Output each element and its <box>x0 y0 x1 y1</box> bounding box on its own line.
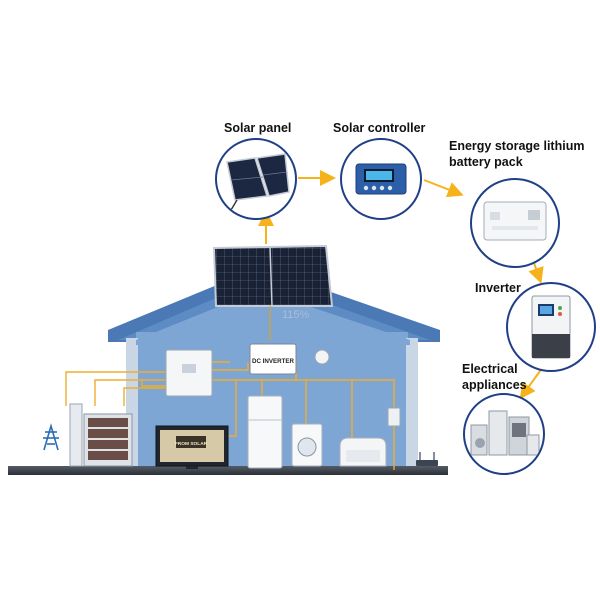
solar-controller-circle <box>340 138 422 220</box>
refrigerator <box>247 395 283 469</box>
wiring <box>65 361 395 470</box>
switch-box <box>387 407 401 427</box>
wall-right-edge <box>406 338 418 472</box>
television: FROM SOLAR <box>155 425 229 469</box>
solar-controller-icon <box>355 163 407 195</box>
wall-inverter-unit <box>165 349 213 397</box>
roof-solar-panel <box>212 244 334 340</box>
label-battery-line2: battery pack <box>449 155 523 169</box>
ground <box>8 466 448 475</box>
power-tower-icon <box>43 423 59 451</box>
dc-inverter-label: DC INVERTER <box>252 358 294 365</box>
label-inverter: Inverter <box>475 281 521 295</box>
watermark-text: 115% <box>282 309 310 321</box>
label-solar-panel: Solar panel <box>224 121 292 135</box>
label-appliances-line2: appliances <box>462 378 527 392</box>
battery-pack-icon <box>483 201 547 241</box>
inverter-circle <box>506 282 596 372</box>
inverter-icon <box>531 295 571 359</box>
battery-rack <box>69 403 133 467</box>
armchair <box>339 437 387 467</box>
appliances-icon <box>470 410 540 456</box>
tv-text: FROM SOLAR <box>175 441 208 447</box>
attic <box>136 290 410 345</box>
label-battery-line1: Energy storage lithium <box>449 139 585 153</box>
appliances-circle <box>463 393 545 475</box>
solar-panel-icon <box>226 153 290 211</box>
label-appliances-line1: Electrical <box>462 362 518 376</box>
washing-machine <box>291 423 323 467</box>
router <box>416 452 438 466</box>
solar-panel-circle <box>215 138 297 220</box>
smart-meter <box>314 349 330 365</box>
dc-inverter-box: DC INVERTER <box>249 343 297 375</box>
label-solar-controller: Solar controller <box>333 121 426 135</box>
battery-pack-circle <box>470 178 560 268</box>
